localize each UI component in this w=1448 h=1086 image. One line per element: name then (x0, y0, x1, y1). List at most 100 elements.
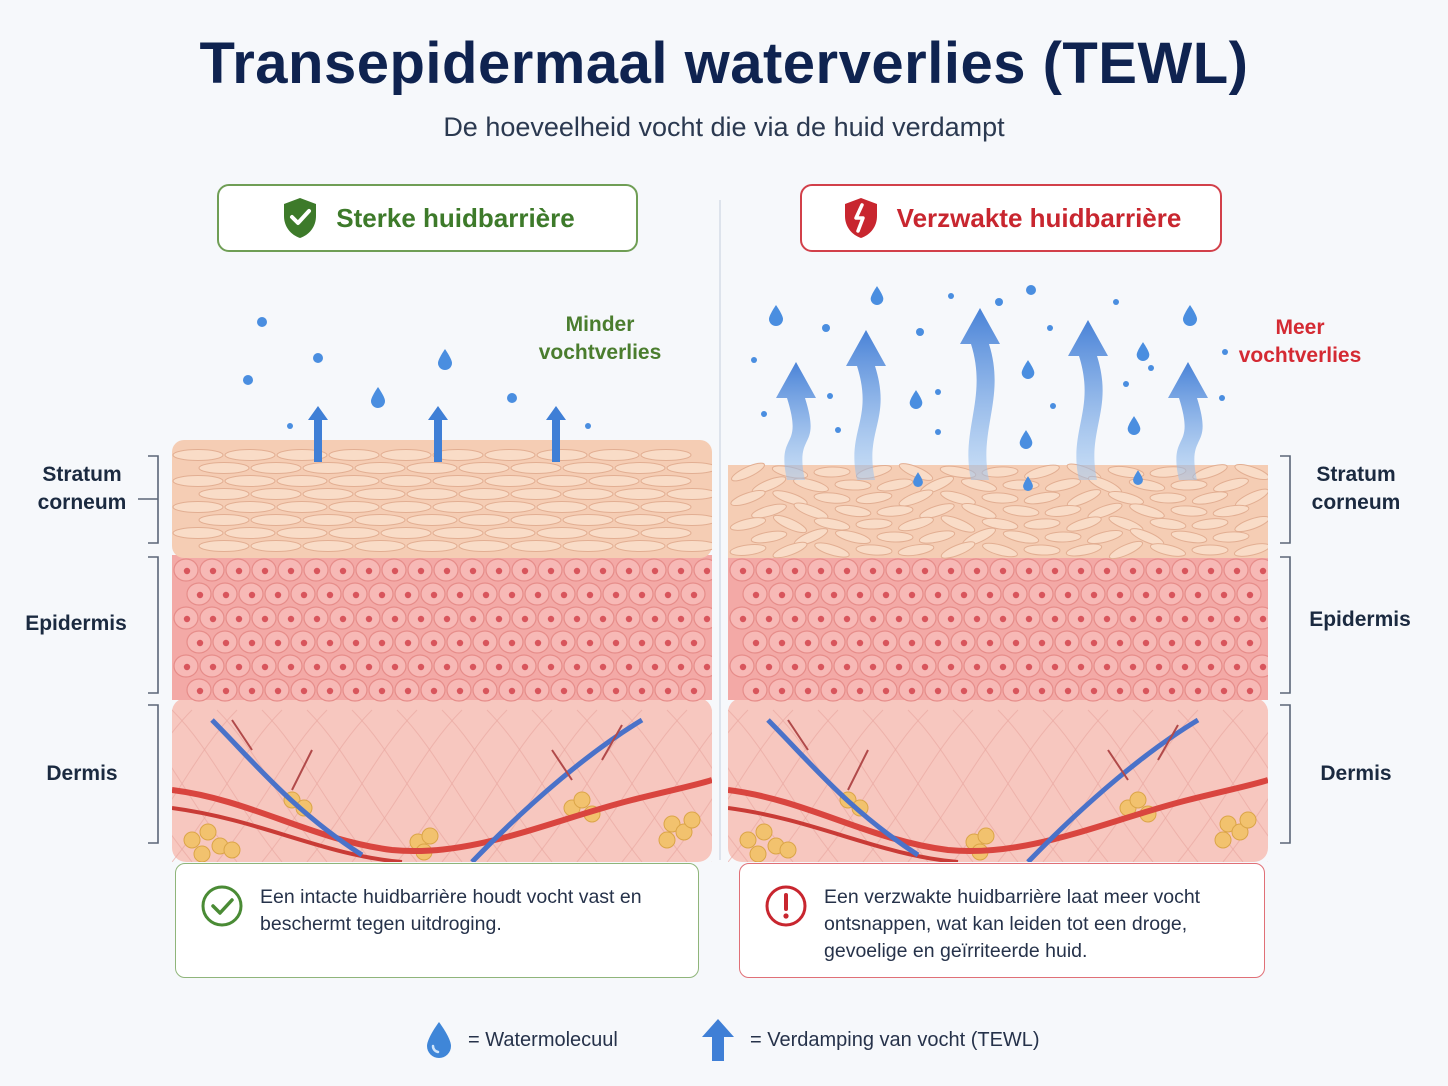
evaporation-arrow (428, 406, 448, 462)
collagen-fiber (772, 709, 884, 862)
cell-nucleus (248, 687, 256, 695)
cell-nucleus (612, 591, 620, 599)
corneocyte (276, 527, 328, 539)
corneocyte (1086, 529, 1124, 545)
corneocyte (302, 488, 354, 500)
cell-nucleus (1012, 639, 1020, 647)
collagen-fiber (351, 709, 463, 862)
cell-nucleus (365, 567, 373, 575)
corneocyte (510, 540, 562, 552)
cell-nucleus (752, 687, 760, 695)
corneocyte (876, 478, 914, 492)
right-dermis-label: Dermis (1320, 762, 1392, 785)
cell-nucleus (1025, 615, 1033, 623)
cell-nucleus (274, 591, 282, 599)
corneocyte (981, 492, 1019, 504)
epidermal-cell (1249, 606, 1268, 630)
cell-nucleus (869, 663, 877, 671)
collagen-fiber (172, 834, 193, 862)
right-stratum-corneum-label: Stratum corneum (1311, 463, 1401, 514)
cell-nucleus (235, 615, 243, 623)
artery-branch (728, 806, 959, 862)
corneocyte (302, 514, 354, 526)
page-subtitle: De hoeveelheid vocht die via de huid ver… (443, 112, 1005, 142)
cell-nucleus (1103, 663, 1111, 671)
cell-nucleus (222, 591, 230, 599)
cell-nucleus (352, 639, 360, 647)
cell-nucleus (1025, 567, 1033, 575)
fat-cell (675, 823, 693, 841)
cell-nucleus (1246, 591, 1254, 599)
cell-nucleus (391, 567, 399, 575)
cell-nucleus (973, 663, 981, 671)
capillary (787, 719, 1179, 791)
cell-nucleus (508, 639, 516, 647)
cell-nucleus (1142, 639, 1150, 647)
cell-nucleus (1103, 615, 1111, 623)
artery (172, 777, 712, 854)
cell-nucleus (1012, 687, 1020, 695)
corneocyte (1212, 504, 1250, 518)
corneocyte (918, 530, 956, 544)
cell-nucleus (1168, 687, 1176, 695)
cell-nucleus (1233, 567, 1241, 575)
cell-nucleus (560, 591, 568, 599)
weak-barrier-header: Verzwakte huidbarrière (800, 184, 1222, 252)
corneocyte (731, 462, 765, 482)
collagen-fiber (261, 709, 373, 862)
collagen-fiber (621, 731, 712, 862)
cell-nucleus (274, 639, 282, 647)
corneocyte (1023, 544, 1061, 556)
corneocyte (640, 501, 692, 513)
collagen-fiber (997, 709, 1109, 862)
weak-barrier-note: Een verzwakte huidbarrière laat meer voc… (739, 863, 1265, 978)
cell-nucleus (404, 687, 412, 695)
capillary (231, 719, 623, 791)
cell-nucleus (456, 639, 464, 647)
cell-nucleus (248, 639, 256, 647)
cell-nucleus (843, 567, 851, 575)
cell-nucleus (934, 639, 942, 647)
corneocyte (940, 515, 976, 533)
collagen-fiber (862, 709, 974, 862)
cell-nucleus (196, 687, 204, 695)
cell-nucleus (690, 639, 698, 647)
collagen-fiber (1177, 731, 1268, 862)
corneocyte (1066, 516, 1102, 532)
corneocyte (640, 527, 692, 539)
cell-nucleus (703, 663, 711, 671)
cell-nucleus (534, 687, 542, 695)
cell-nucleus (625, 615, 633, 623)
cell-nucleus (817, 615, 825, 623)
cell-nucleus (625, 663, 633, 671)
cell-nucleus (1220, 639, 1228, 647)
cell-nucleus (352, 687, 360, 695)
water-drop-icon (427, 1022, 451, 1058)
fat-cell (977, 827, 995, 845)
healthy-skin-cross-section (172, 317, 712, 862)
corneocyte (1023, 491, 1061, 505)
corneocyte (1234, 463, 1268, 481)
corneocyte (814, 542, 850, 558)
fat-cell (755, 823, 773, 841)
left-dermis-label: Dermis (46, 762, 118, 785)
cell-nucleus (664, 639, 672, 647)
corneocyte (614, 540, 666, 552)
cell-nucleus (313, 615, 321, 623)
corneocyte (432, 501, 484, 513)
cell-nucleus (339, 615, 347, 623)
weak-barrier-note-text: Een verzwakte huidbarrière laat meer voc… (824, 886, 1201, 962)
corneocyte (562, 488, 614, 500)
cell-nucleus (1077, 663, 1085, 671)
cell-nucleus (560, 687, 568, 695)
cell-nucleus (287, 567, 295, 575)
cell-nucleus (921, 567, 929, 575)
collagen-fiber (216, 709, 328, 862)
corneocyte (1087, 502, 1123, 520)
corneocyte (1023, 518, 1061, 530)
cell-nucleus (1090, 687, 1098, 695)
cell-nucleus (339, 663, 347, 671)
cell-nucleus (973, 615, 981, 623)
cell-nucleus (1116, 687, 1124, 695)
corneocyte (898, 489, 934, 507)
